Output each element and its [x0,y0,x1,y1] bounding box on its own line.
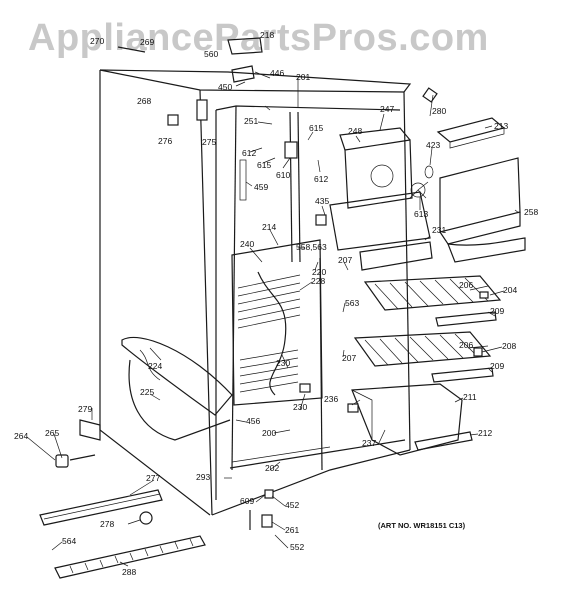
part-label-264: 264 [14,431,28,441]
part-label-261: 261 [285,525,299,535]
part-label-206-lower: 206 [459,340,473,350]
part-label-206-upper: 206 [459,280,473,290]
part-label-278: 278 [100,519,114,529]
part-label-209-upper: 209 [490,306,504,316]
part-label-279: 279 [78,404,92,414]
part-label-609: 609 [240,496,254,506]
part-label-459: 459 [254,182,268,192]
part-label-563: 563 [345,298,359,308]
cabinet-illustration [39,37,526,579]
part-label-211: 211 [463,392,477,402]
part-label-456: 456 [246,416,260,426]
part-label-248: 248 [348,126,362,136]
part-label-293: 293 [196,472,210,482]
part-label-450: 450 [218,82,232,92]
part-label-204: 204 [503,285,517,295]
part-label-213: 213 [494,121,508,131]
part-label-237: 237 [362,438,376,448]
part-label-612-right: 612 [314,174,328,184]
part-label-201: 201 [296,72,310,82]
leader-lines [26,71,520,567]
part-label-258: 258 [524,207,538,217]
part-label-207-upper: 207 [338,255,352,265]
part-label-208: 208 [502,341,516,351]
part-label-225: 225 [140,387,154,397]
part-label-560: 560 [204,49,218,59]
part-label-423: 423 [426,140,440,150]
part-label-613: 613 [414,209,428,219]
part-label-446: 446 [270,68,284,78]
part-label-230-upper: 230 [276,358,290,368]
part-label-558-563: 558,563 [296,242,327,252]
part-label-200: 200 [262,428,276,438]
part-label-212: 212 [478,428,492,438]
part-label-280: 280 [432,106,446,116]
part-label-615-upper: 615 [309,123,323,133]
part-label-207-lower: 207 [342,353,356,363]
part-label-230-lower: 230 [293,402,307,412]
part-label-269: 269 [140,37,154,47]
part-label-265: 265 [45,428,59,438]
part-label-231: 231 [432,225,446,235]
part-label-564: 564 [62,536,76,546]
part-labels: 270 269 560 218 446 450 201 268 276 275 … [14,30,538,577]
part-label-214: 214 [262,222,276,232]
part-label-612-left: 612 [242,148,256,158]
art-number: (ART NO. WR18151 C13) [378,521,466,530]
part-label-452: 452 [285,500,299,510]
part-label-209-lower: 209 [490,361,504,371]
part-label-228: 228 [311,276,325,286]
part-label-218: 218 [260,30,274,40]
part-label-251: 251 [244,116,258,126]
part-label-236: 236 [324,394,338,404]
part-label-288: 288 [122,567,136,577]
part-label-277: 277 [146,473,160,483]
part-label-552: 552 [290,542,304,552]
part-label-240: 240 [240,239,254,249]
part-label-270: 270 [90,36,104,46]
part-label-615-lower: 615 [257,160,271,170]
part-label-202: 202 [265,463,279,473]
part-label-247: 247 [380,104,394,114]
part-label-275: 275 [202,137,216,147]
part-label-268: 268 [137,96,151,106]
part-label-276: 276 [158,136,172,146]
part-label-610: 610 [276,170,290,180]
part-label-220: 220 [312,267,326,277]
part-label-435: 435 [315,196,329,206]
part-label-224: 224 [148,361,162,371]
